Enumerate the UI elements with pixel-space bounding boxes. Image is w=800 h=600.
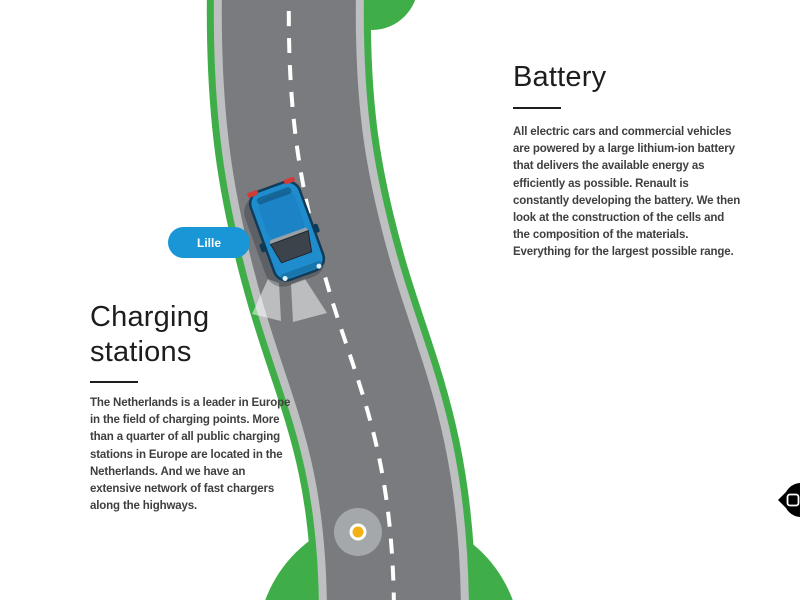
car-windshield: [269, 230, 313, 264]
car-headlight-left: [282, 276, 288, 282]
station-marker-dot: [352, 526, 364, 538]
square-outline-icon: [786, 493, 800, 507]
feedback-button-icon: [778, 483, 800, 517]
station-marker: [334, 508, 382, 556]
car-headlight-right: [316, 263, 322, 269]
car-taillight-left: [247, 190, 259, 198]
battery-section: Battery All electric cars and commercial…: [513, 60, 763, 262]
headlight-beam-left: [252, 279, 281, 321]
charging-stations-title-rule: [90, 381, 138, 383]
battery-body: All electric cars and commercial vehicle…: [513, 126, 741, 259]
car-front-bumper: [280, 260, 323, 280]
headlight-beam-right: [291, 279, 327, 322]
car-mirror-right: [312, 223, 320, 234]
battery-title: Battery: [513, 61, 607, 93]
lane-divider: [286, 0, 396, 600]
car-rear-window: [256, 187, 292, 205]
battery-title-rule: [513, 107, 561, 109]
charging-stations-section: Charging stations The Netherlands is a l…: [90, 300, 320, 515]
city-label: Lille: [196, 235, 221, 250]
car-taillight-right: [283, 176, 295, 185]
car-mirror-left: [259, 242, 268, 253]
feedback-button[interactable]: [778, 480, 800, 520]
car: [244, 176, 326, 287]
city-label-pill[interactable]: Lille: [168, 227, 250, 258]
car-roof: [258, 191, 305, 241]
charging-stations-title: Charging stations: [90, 301, 210, 368]
charging-stations-body: The Netherlands is a leader in Europe in…: [90, 397, 291, 513]
